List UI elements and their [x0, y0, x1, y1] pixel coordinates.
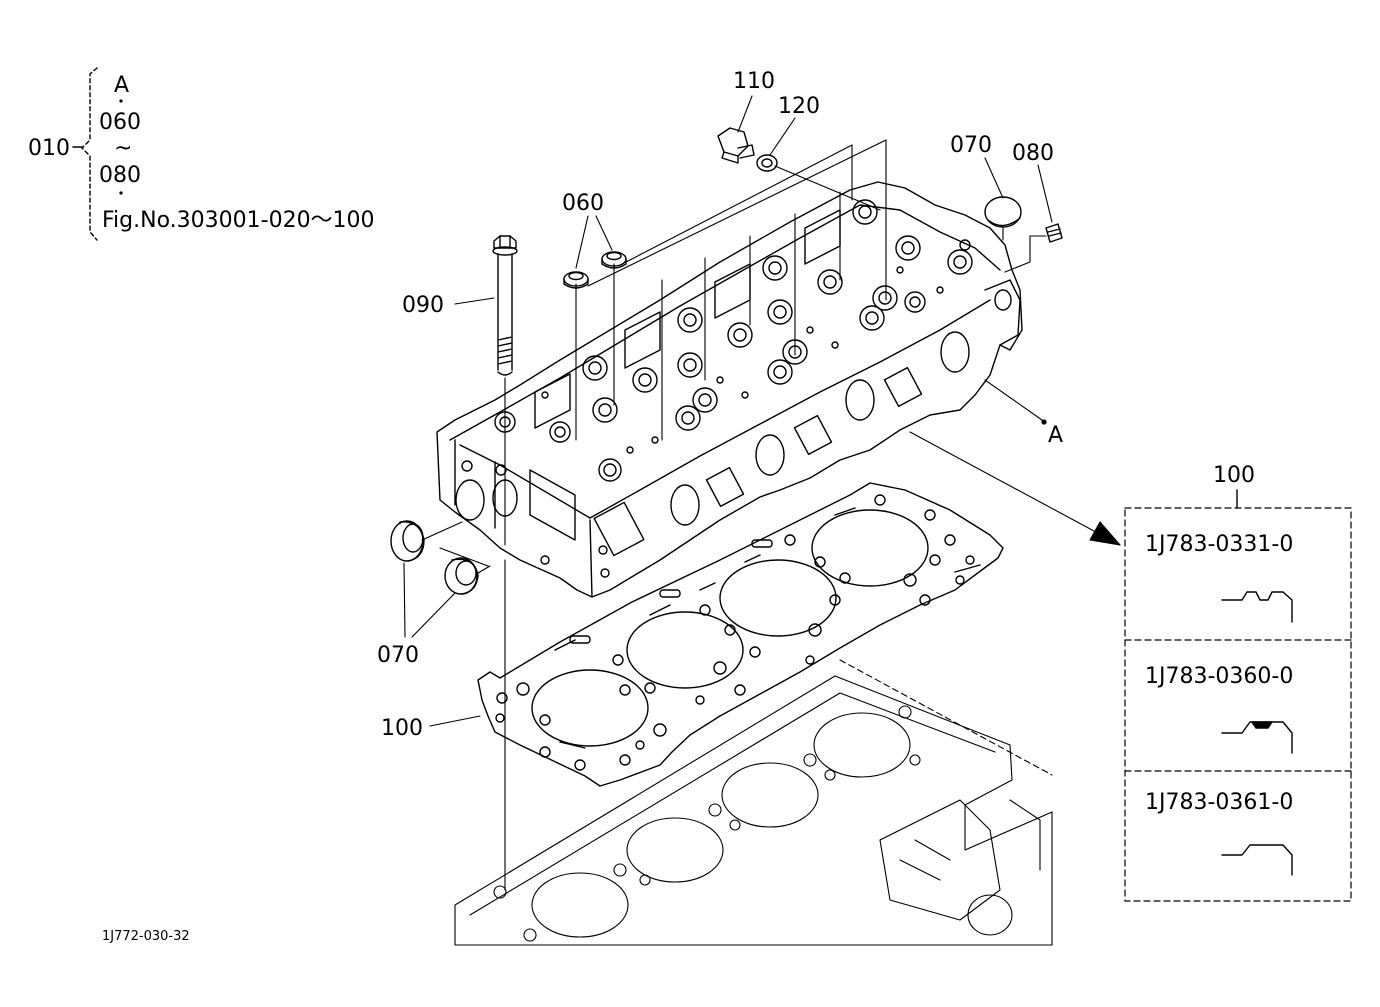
callout-080: 080 [1012, 141, 1054, 166]
callout-labels: 110 120 070 080 060 090 070 100 A [377, 69, 1063, 741]
callout-120: 120 [778, 94, 820, 119]
head-gasket [477, 482, 1004, 787]
callout-point-a: A [1048, 423, 1063, 448]
variant-part-2: 1J783-0360-0 [1145, 664, 1293, 689]
gasket-variant-box: 100 1J783-0331-0 1J783-0360-0 1J783-0361… [1124, 463, 1352, 902]
group-line-3: 080 [99, 163, 141, 188]
drawing-id: 1J772-030-32 [102, 929, 190, 944]
callout-100: 100 [381, 716, 423, 741]
variant-box-title: 100 [1213, 463, 1255, 488]
expansion-plugs-front [390, 520, 479, 595]
gasket-profile-1 [1221, 591, 1293, 623]
gasket-profile-3 [1221, 844, 1293, 876]
variant-part-3: 1J783-0361-0 [1145, 790, 1293, 815]
callout-070-bottom: 070 [377, 643, 419, 668]
cylinder-head [436, 181, 1023, 598]
cylinder-block [454, 659, 1053, 946]
callout-070-top: 070 [950, 133, 992, 158]
callout-060: 060 [562, 191, 604, 216]
group-line-4: Fig.No.303001-020～100 [102, 208, 375, 233]
group-number: 010 [28, 136, 70, 161]
callout-090: 090 [402, 293, 444, 318]
callout-110: 110 [733, 69, 775, 94]
group-line-1: 060 [99, 110, 141, 135]
leader-lines [403, 95, 1121, 891]
plug-and-washer [717, 127, 778, 172]
variant-part-1: 1J783-0331-0 [1145, 532, 1293, 557]
head-bolt [492, 235, 518, 376]
group-line-2: ~ [114, 136, 132, 161]
group-line-0: A [114, 73, 129, 98]
group-reference: 010 A 060 ~ 080 Fig.No.303001-020～100 [28, 67, 375, 241]
